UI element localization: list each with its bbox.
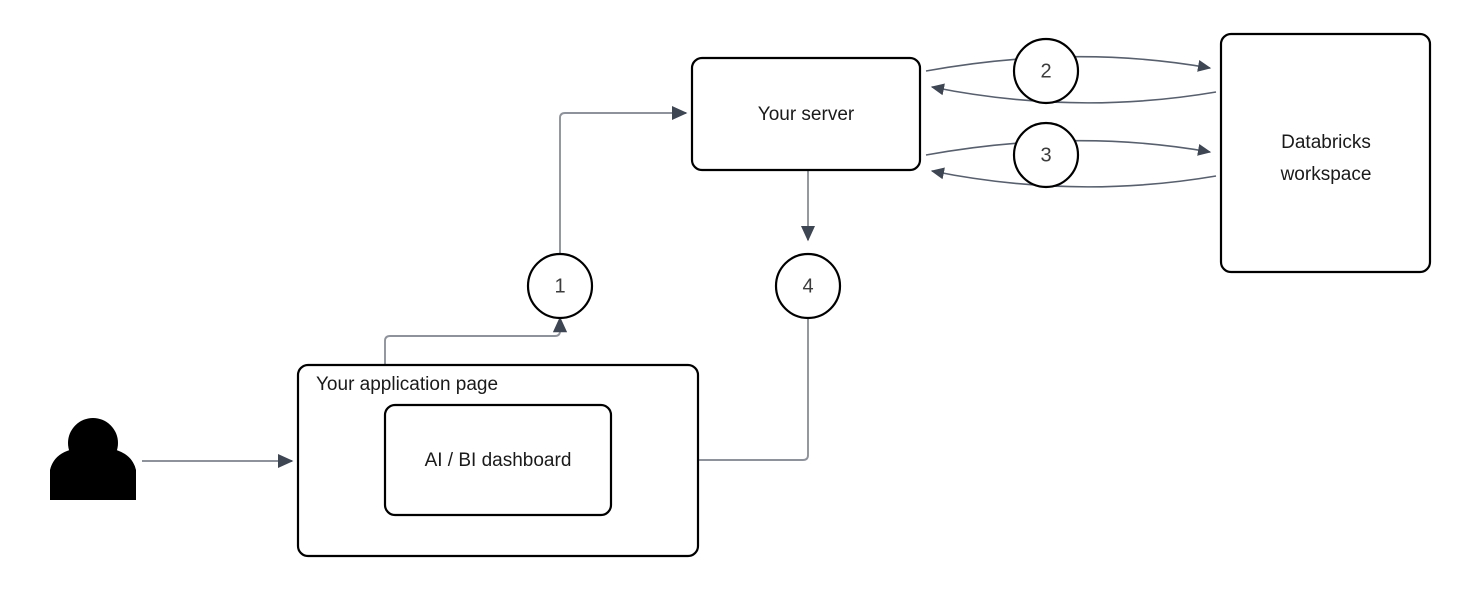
edge-app-page-to-server: [384, 105, 688, 365]
step1-to-server-arrow: [559, 105, 688, 254]
your-server-label: Your server: [758, 104, 855, 125]
step-marker-1[interactable]: 1: [526, 252, 594, 320]
step-1-number: 1: [554, 275, 565, 297]
user-icon: [50, 418, 136, 500]
ai-bi-dashboard-box[interactable]: [383, 403, 613, 517]
databricks-workspace-label-line2: workspace: [1280, 164, 1372, 185]
step-2-circle[interactable]: [1012, 37, 1080, 105]
databricks-workspace-label-line1: Databricks: [1281, 132, 1371, 153]
step-2-number: 2: [1040, 60, 1051, 82]
ai-bi-dashboard-label: AI / BI dashboard: [425, 450, 572, 471]
step-marker-2[interactable]: 2: [1012, 37, 1080, 105]
your-application-page-label: Your application page: [316, 374, 498, 395]
step4-to-dashboard-arrow: [618, 318, 809, 468]
node-your-server[interactable]: Your server: [690, 56, 922, 172]
step-marker-3[interactable]: 3: [1012, 121, 1080, 189]
step-3-circle[interactable]: [1012, 121, 1080, 189]
databricks-workspace-box[interactable]: [1219, 32, 1432, 274]
step-1-circle[interactable]: [526, 252, 594, 320]
node-your-application-page[interactable]: Your application page AI / BI dashboard: [296, 363, 700, 558]
node-ai-bi-dashboard[interactable]: AI / BI dashboard: [383, 403, 613, 517]
edge-server-to-dashboard: [618, 170, 816, 468]
your-server-box[interactable]: [690, 56, 922, 172]
app-page-to-step1-arrow: [384, 316, 568, 365]
user-torso-icon: [50, 447, 136, 499]
step-3-number: 3: [1040, 144, 1051, 166]
workspace-to-server-arc-3: [930, 167, 1217, 188]
workspace-to-server-arc-2: [930, 83, 1217, 104]
step-4-number: 4: [802, 275, 813, 297]
step-marker-4[interactable]: 4: [774, 252, 842, 320]
step-4-circle[interactable]: [774, 252, 842, 320]
node-databricks-workspace[interactable]: Databricks workspace: [1219, 32, 1432, 274]
